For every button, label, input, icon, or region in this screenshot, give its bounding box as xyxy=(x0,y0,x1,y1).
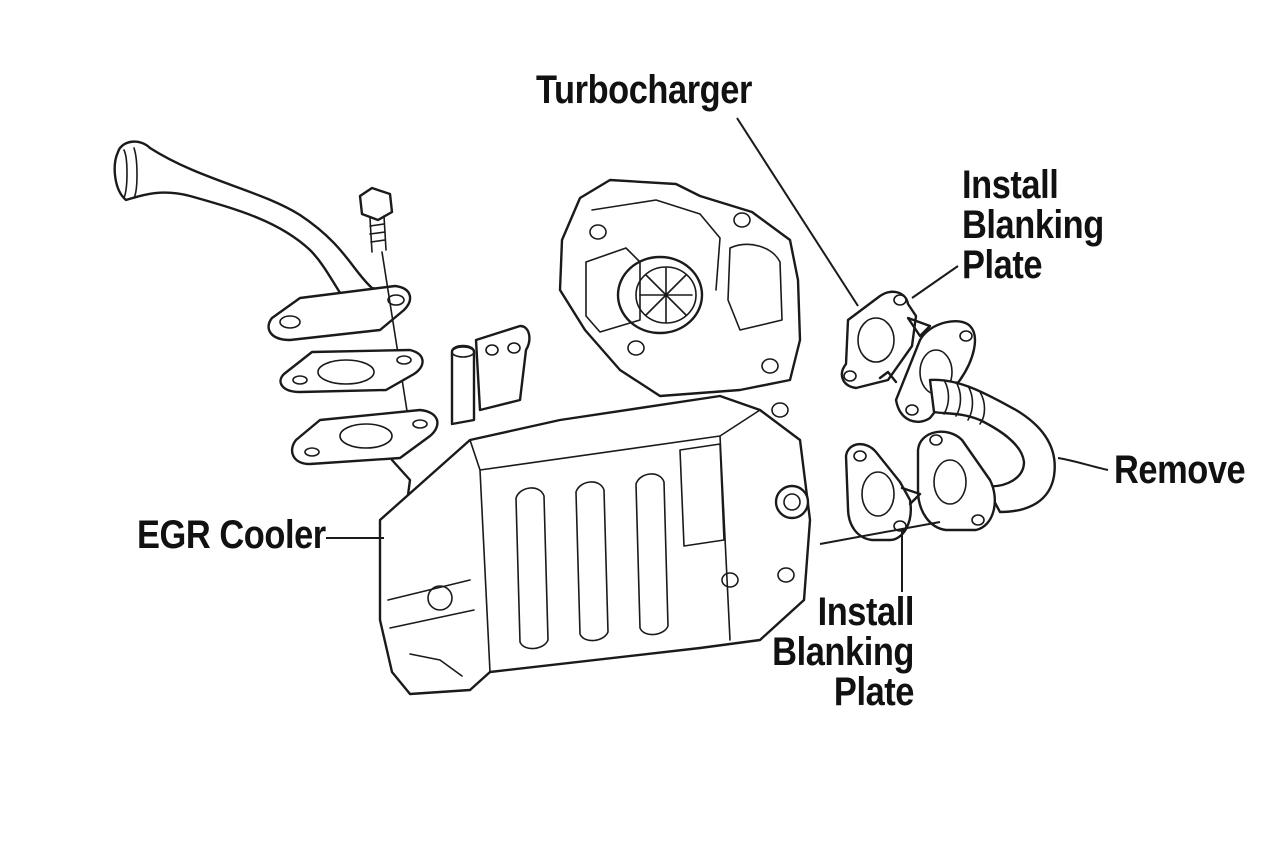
egr-cooler-body xyxy=(290,324,812,696)
blanking-plate-bottom-label: Install Blanking Plate xyxy=(730,592,914,712)
blanking-plate-bottom-line-1: Install xyxy=(817,590,915,634)
gasket-left xyxy=(279,348,424,394)
egr-pipe-left xyxy=(113,140,412,342)
remove-label: Remove xyxy=(1114,448,1246,492)
turbocharger-label: Turbocharger xyxy=(536,68,752,112)
turbocharger-housing xyxy=(558,178,802,398)
blanking-plate-bottom-line-2: Blanking xyxy=(772,630,914,674)
egr-cooler-label: EGR Cooler xyxy=(137,513,326,557)
bolt xyxy=(358,186,411,431)
blanking-plate-top-line-1: Install xyxy=(962,163,1059,207)
blanking-plate-bottom-line-3: Plate xyxy=(833,670,915,714)
blanking-plate-top-label: Install Blanking Plate xyxy=(962,165,1104,285)
removed-pipe xyxy=(894,319,1056,532)
leader-lines xyxy=(326,117,1109,592)
blanking-plate-bottom xyxy=(844,443,922,542)
blanking-plate-top-line-2: Blanking xyxy=(962,203,1104,247)
blanking-plate-top xyxy=(840,290,932,390)
blanking-plate-top-line-3: Plate xyxy=(962,243,1043,287)
